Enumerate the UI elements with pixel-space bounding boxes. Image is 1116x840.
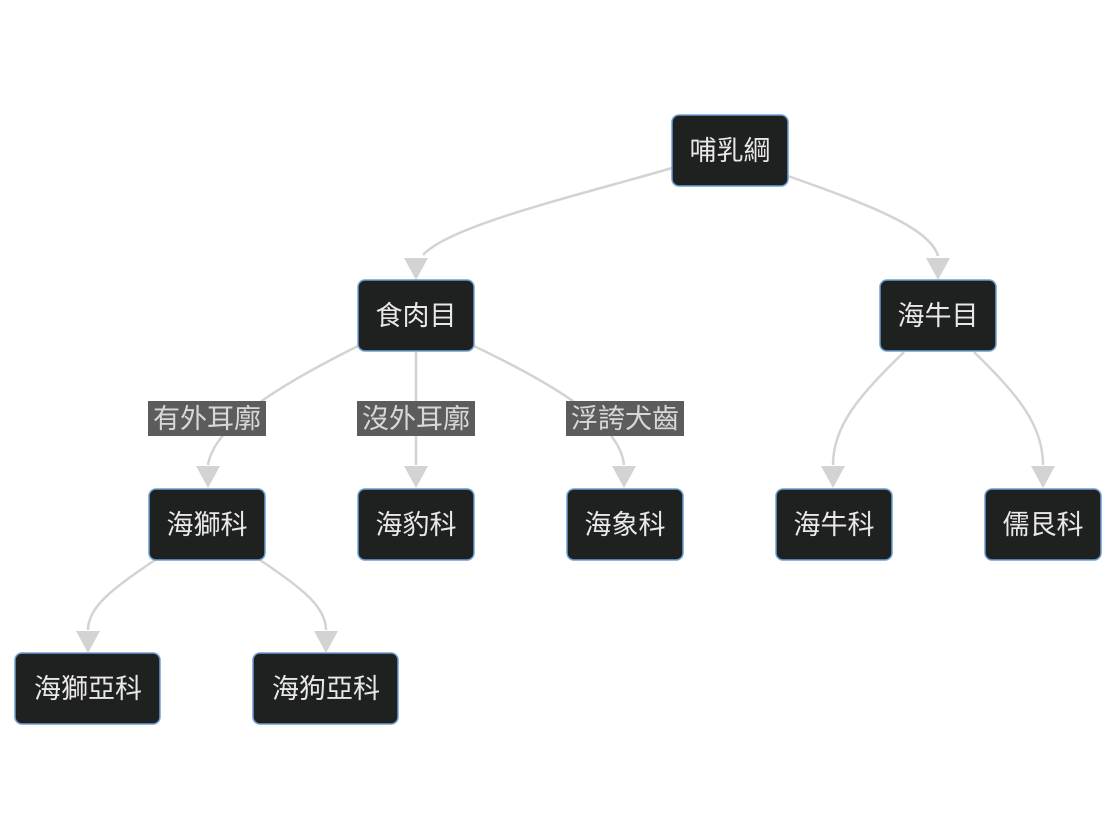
arrow-carnivora-otariidae (196, 466, 220, 488)
node-dugongidae[interactable]: 儒艮科 (984, 488, 1102, 561)
node-mammalia[interactable]: 哺乳綱 (671, 114, 789, 187)
node-sirenia-label: 海牛目 (898, 301, 979, 332)
arrow-otariidae-arctocephalinae (314, 631, 338, 653)
node-trichechidae-label: 海牛科 (794, 510, 875, 541)
node-odobenidae[interactable]: 海象科 (566, 488, 684, 561)
edge-otariidae-otariinae (86, 558, 156, 631)
node-otariidae-label: 海獅科 (167, 510, 248, 541)
arrow-root-sirenia (926, 258, 950, 280)
edge-otariidae-arctocephalinae (259, 558, 328, 631)
edge-carnivora-otariidae (206, 344, 359, 466)
arrow-sirenia-dugongidae (1031, 466, 1055, 488)
node-odobenidae-label: 海象科 (585, 510, 666, 541)
edge-sirenia-dugongidae (973, 351, 1045, 466)
node-sirenia[interactable]: 海牛目 (879, 279, 997, 352)
edge-carnivora-odobenidae (473, 344, 626, 466)
edge-label-with-ear-text: 有外耳廓 (153, 404, 261, 435)
edge-label-without-ear: 沒外耳廓 (357, 401, 475, 436)
node-otariinae[interactable]: 海獅亞科 (14, 652, 161, 725)
node-otariinae-label: 海獅亞科 (34, 674, 142, 705)
edge-sirenia-trichechidae (831, 351, 905, 466)
edge-label-tusks-text: 浮誇犬齒 (571, 404, 679, 435)
edge-root-carnivora (422, 166, 673, 256)
node-carnivora[interactable]: 食肉目 (357, 279, 475, 352)
node-phocidae[interactable]: 海豹科 (357, 488, 475, 561)
arrow-sirenia-trichechidae (821, 466, 845, 488)
node-trichechidae[interactable]: 海牛科 (775, 488, 893, 561)
edge-root-sirenia (787, 174, 940, 257)
node-carnivora-label: 食肉目 (376, 301, 457, 332)
node-phocidae-label: 海豹科 (376, 510, 457, 541)
arrow-carnivora-phocidae (404, 466, 428, 488)
edges (76, 166, 1055, 653)
edge-label-with-ear: 有外耳廓 (148, 401, 266, 436)
arrow-otariidae-otariinae (76, 631, 100, 653)
node-dugongidae-label: 儒艮科 (1003, 510, 1084, 541)
node-otariidae[interactable]: 海獅科 (148, 488, 266, 561)
arrow-carnivora-odobenidae (612, 466, 636, 488)
node-mammalia-label: 哺乳綱 (690, 136, 771, 167)
edge-label-tusks: 浮誇犬齒 (566, 401, 684, 436)
node-arctocephalinae[interactable]: 海狗亞科 (252, 652, 399, 725)
arrow-root-carnivora (404, 258, 428, 280)
node-arctocephalinae-label: 海狗亞科 (272, 674, 380, 705)
edge-label-without-ear-text: 沒外耳廓 (362, 404, 470, 435)
